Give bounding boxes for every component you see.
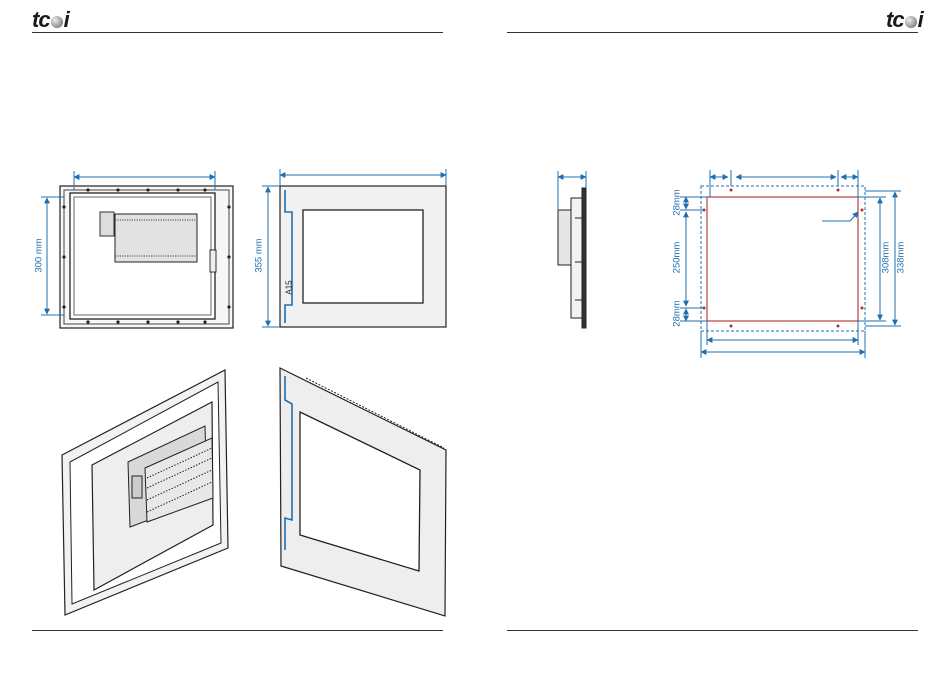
front-view-drawing [280, 186, 446, 327]
cutout-middle-label: 250mm [672, 235, 683, 281]
side-view-drawing [558, 188, 586, 328]
perspective-front-drawing [280, 368, 446, 616]
cutout-dimensions [680, 170, 901, 358]
back-height-label: 300 mm [34, 234, 45, 278]
cutout-height-label: 308mm [881, 235, 892, 281]
outer-height-label: 338mm [896, 235, 907, 281]
cutout-bottom-margin-label: 28mm [672, 299, 683, 329]
cutout-top-margin-label: 28mm [672, 188, 683, 218]
back-view-drawing [60, 186, 233, 328]
front-panel-label: A15 [285, 273, 294, 303]
front-height-label: 355 mm [254, 234, 265, 278]
perspective-back-drawing [62, 370, 228, 615]
cutout-drawing [701, 186, 865, 331]
